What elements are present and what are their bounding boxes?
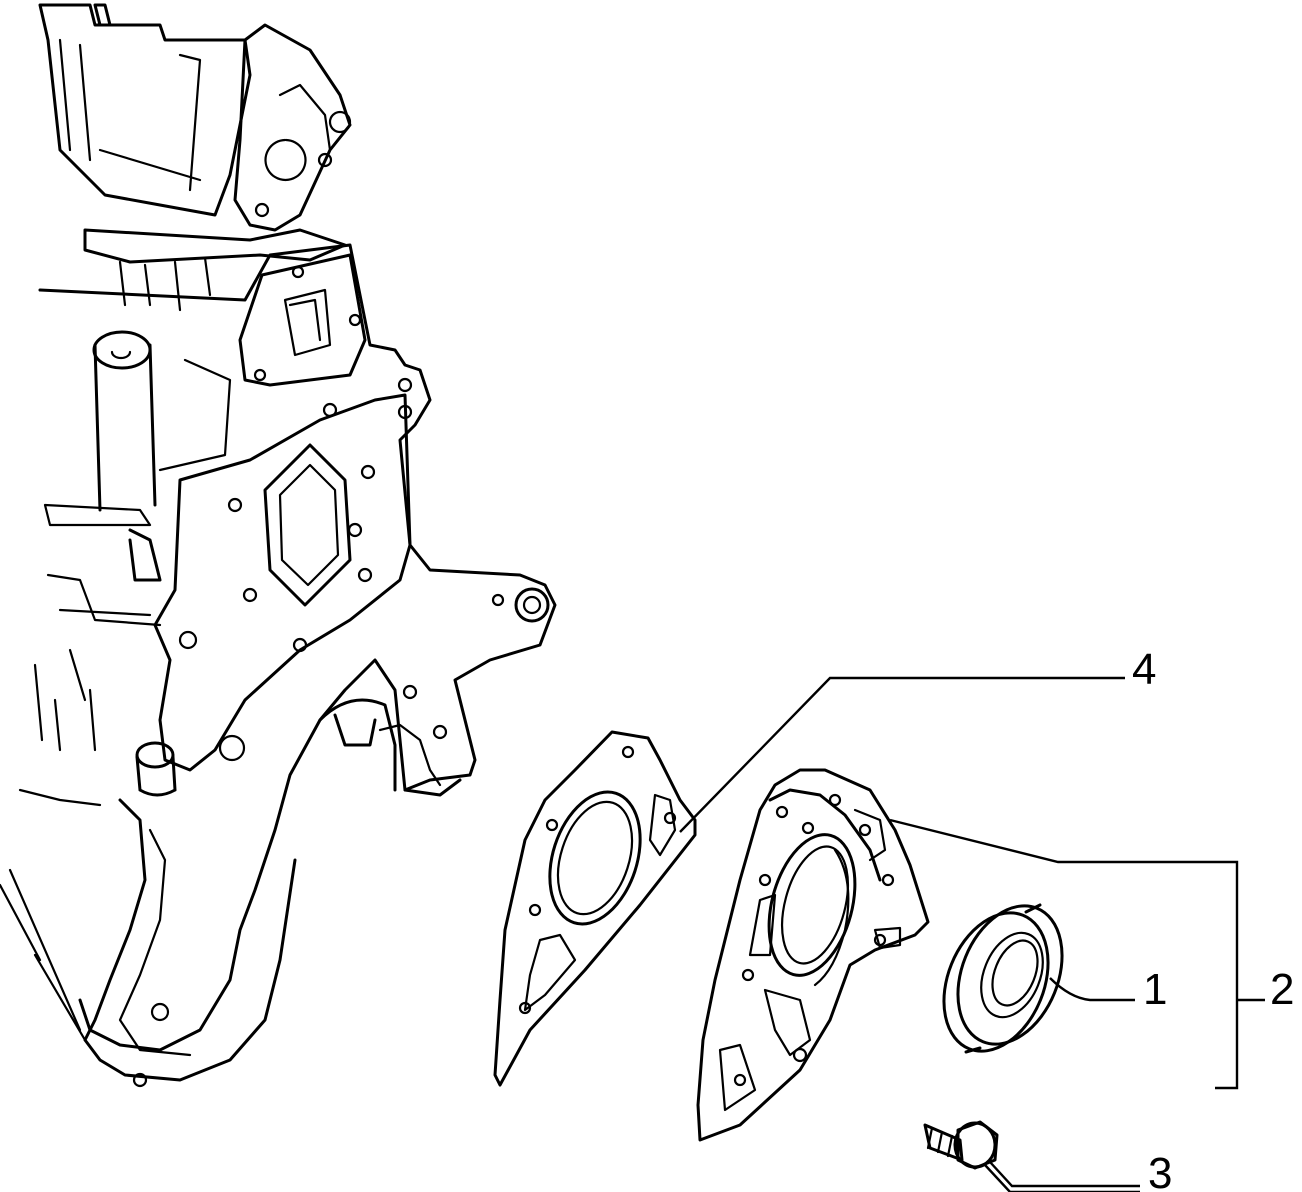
gasket-part-4 <box>493 730 697 1087</box>
callout-2: 2 <box>1270 965 1294 1014</box>
callout-3: 3 <box>1148 1149 1172 1192</box>
callout-4: 4 <box>1132 645 1156 694</box>
bolt-part-3 <box>923 1120 999 1170</box>
seal-carrier-part-2 <box>696 768 930 1142</box>
leader-lines <box>679 676 1265 1192</box>
engine-block <box>0 3 557 1088</box>
callout-1: 1 <box>1143 965 1167 1014</box>
oil-seal-part-1 <box>942 903 1064 1054</box>
